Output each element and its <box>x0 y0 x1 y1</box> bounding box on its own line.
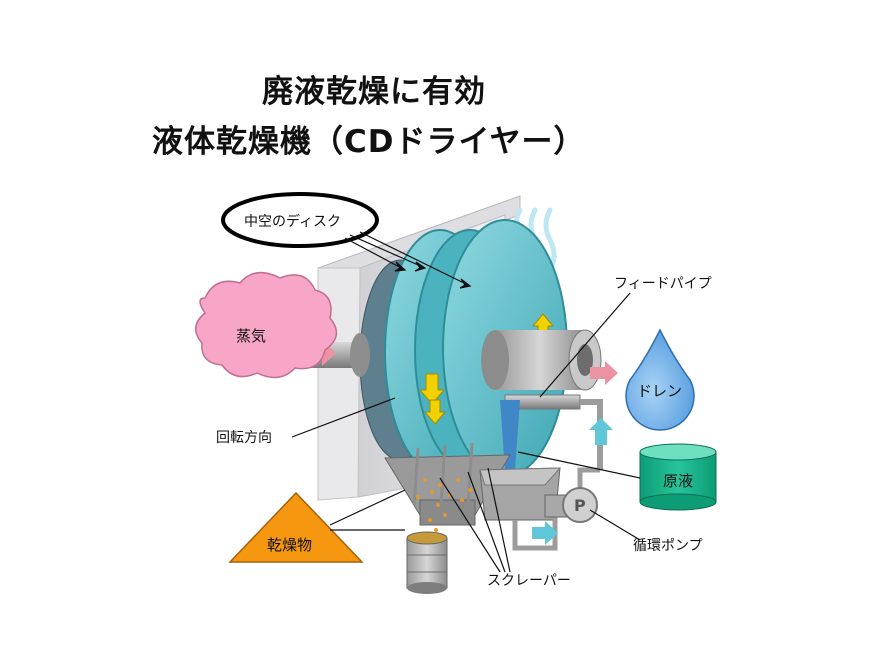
circulation-pump-label: 循環ポンプ <box>633 538 703 554</box>
title-line-1: 廃液乾燥に有効 <box>262 74 486 110</box>
raw-liquid-label: 原液 <box>663 472 693 490</box>
dried-product-triangle <box>228 491 364 563</box>
feed-pipe-leader-line <box>539 292 631 398</box>
raw-liquid-leader-line <box>517 451 641 479</box>
rotation-label: 回転方向 <box>216 430 272 446</box>
dried-product-label: 乾燥物 <box>267 536 312 554</box>
steam-label: 蒸気 <box>236 327 266 345</box>
scraper-label: スクレーパー <box>487 573 571 589</box>
feed-pipe-label: フィードパイプ <box>614 276 712 292</box>
steam-cloud <box>195 271 338 379</box>
pump-leader-line <box>589 509 641 541</box>
collection-drum <box>406 531 448 594</box>
rotation-leader-line <box>291 397 396 438</box>
circulation-pump: P <box>544 487 598 523</box>
rotation-arrow-down-1 <box>418 373 446 405</box>
rotation-arrow-down-2 <box>423 399 447 425</box>
svg-text:P: P <box>574 496 586 515</box>
flow-arrows <box>532 418 613 545</box>
dried-product-leader-lines <box>329 489 406 531</box>
hollow-disks <box>384 219 568 477</box>
steam-inlet-flange <box>350 333 370 377</box>
drain-label: ドレン <box>637 382 682 400</box>
hollow-disk-label: 中空のディスク <box>244 213 341 230</box>
drain-out-arrow <box>590 361 618 385</box>
feed-pipe <box>500 394 603 470</box>
raw-liquid-tank <box>639 443 717 511</box>
title-line-2: 液体乾燥機（CDドライヤー） <box>152 124 586 160</box>
scrapers <box>412 442 474 506</box>
drain-drop <box>625 328 695 431</box>
hollow-disk-callout-ellipse <box>221 192 379 248</box>
hopper <box>384 454 562 526</box>
scraper-leader-lines <box>439 467 511 573</box>
central-drum <box>481 329 602 391</box>
hollow-disk-leader-lines <box>344 231 472 289</box>
